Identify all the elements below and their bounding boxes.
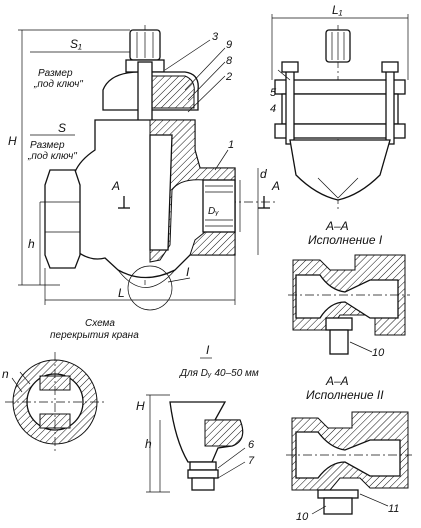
dim-S: S	[58, 121, 66, 135]
section-aa-2-title: А–А	[325, 374, 349, 388]
callout-10-exec1: 10	[372, 347, 385, 359]
callout-10-exec2: 10	[296, 511, 309, 523]
dim-H: H	[8, 134, 17, 148]
dim-n: n	[2, 367, 9, 381]
dim-S1: S₁	[70, 37, 82, 51]
scheme-line1: Схема	[85, 318, 115, 329]
bonnet	[102, 61, 199, 123]
callout-1: 1	[228, 139, 234, 151]
overlap-scheme: Схема перекрытия крана n	[2, 318, 139, 452]
detail-dim-H: H	[136, 399, 145, 413]
section-markers: А А	[111, 179, 280, 209]
dim-L: L	[118, 286, 125, 300]
dim-Dy: Dᵧ	[208, 206, 219, 217]
wrench-size-side-line2: „под ключ"	[27, 151, 77, 162]
wrench-size-top-line2: „под ключ"	[33, 79, 83, 90]
execution-2-title: Исполнение II	[306, 388, 384, 402]
callout-2: 2	[225, 71, 232, 83]
callout-3: 3	[212, 31, 219, 43]
section-aa-execution-1: А–А Исполнение I 10	[288, 219, 410, 359]
callout-6: 6	[248, 439, 255, 451]
wrench-size-top-label: Размер „под ключ"	[33, 68, 83, 90]
detail-i-title: I	[206, 343, 210, 357]
main-valve-view: А А H h L S₁ S D	[8, 25, 280, 311]
dim-d: d	[260, 167, 267, 181]
detail-i-ref: I	[186, 265, 190, 279]
callout-11: 11	[388, 503, 399, 515]
wrench-size-side-line1: Размер	[30, 140, 65, 151]
dim-h: h	[28, 237, 35, 251]
dim-L1: L₁	[332, 3, 343, 17]
section-a-left-label: А	[111, 179, 120, 193]
side-view: L₁ 5 4	[270, 3, 409, 210]
callout-8: 8	[226, 55, 233, 67]
wrench-size-top-line1: Размер	[38, 68, 73, 79]
callout-4-side: 4	[270, 103, 276, 115]
scheme-line2: перекрытия крана	[50, 330, 139, 341]
callout-5-side: 5	[270, 87, 277, 99]
section-aa-1-title: А–А	[325, 219, 349, 233]
detail-i-circle	[127, 265, 173, 311]
dimensions: H h L S₁ S Dᵧ d	[8, 29, 267, 305]
wrench-size-side-label: Размер „под ключ"	[27, 140, 77, 162]
execution-1-title: Исполнение I	[308, 233, 383, 247]
section-a-right-label: А	[271, 179, 280, 193]
detail-dim-h: h	[145, 437, 152, 451]
valve-body	[44, 119, 236, 288]
section-aa-execution-2: А–А Исполнение II 10 11	[286, 374, 412, 523]
main-callouts: 3 9 8 2 1	[164, 31, 234, 171]
callout-7: 7	[248, 455, 255, 467]
detail-i-view: I Для Dᵧ 40–50 мм H h 6 7	[136, 343, 259, 493]
callout-9: 9	[226, 39, 232, 51]
detail-caption: Для Dᵧ 40–50 мм	[179, 368, 259, 379]
